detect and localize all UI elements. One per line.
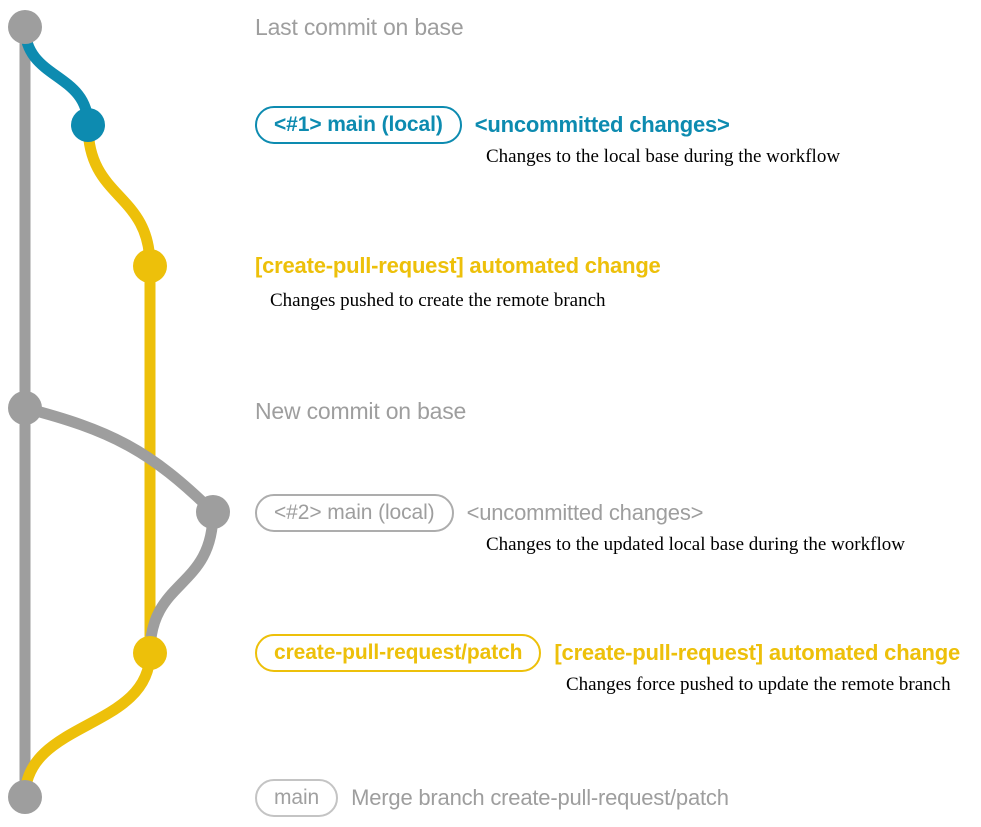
commit-subject-local-2: <uncommitted changes> <box>466 500 704 525</box>
branch-line-main-local-2-in <box>144 506 219 659</box>
commit-subject-remote-1: [create-pull-request] automated change <box>255 253 661 278</box>
commit-description-local-1: Changes to the local base during the wor… <box>486 146 841 167</box>
commit-node-remote-1[interactable] <box>133 249 167 283</box>
commit-subject-remote-2: [create-pull-request] automated change <box>554 640 960 665</box>
commit-description-local-2: Changes to the updated local base during… <box>486 534 905 555</box>
heading-last-commit-on-base: Last commit on base <box>255 14 464 40</box>
commit-node-local-2[interactable] <box>196 495 230 529</box>
commit-description-remote-1: Changes pushed to create the remote bran… <box>270 290 606 311</box>
ref-tag-main[interactable]: main <box>255 779 339 817</box>
ref-tag-create-pull-request-patch[interactable]: create-pull-request/patch <box>255 634 542 672</box>
ref-tag-main-local-1[interactable]: <#1> main (local) <box>255 106 462 144</box>
ref-tag-main-local-2[interactable]: <#2> main (local) <box>255 494 454 532</box>
commit-row-local-commit-1: <#1> main (local) <uncommitted changes> <box>255 106 730 144</box>
commit-row-remote-commit-2: create-pull-request/patch [create-pull-r… <box>255 634 960 672</box>
commit-row-remote-commit-1: [create-pull-request] automated change <box>255 253 661 279</box>
commit-node-remote-2[interactable] <box>133 636 167 670</box>
branch-line-merge-to-base <box>19 647 156 803</box>
commit-node-local-1[interactable] <box>71 108 105 142</box>
commit-node-base-new[interactable] <box>8 391 42 425</box>
branch-line-main-local-2-out <box>19 402 219 518</box>
heading-new-commit-on-base: New commit on base <box>255 398 467 424</box>
commit-row-merge-commit: main Merge branch create-pull-request/pa… <box>255 779 729 817</box>
commit-node-base-head[interactable] <box>8 10 42 44</box>
commit-row-local-commit-2: <#2> main (local) <uncommitted changes> <box>255 494 703 532</box>
commit-description-remote-2: Changes force pushed to update the remot… <box>566 674 951 695</box>
commit-subject-local-1: <uncommitted changes> <box>474 112 730 137</box>
commit-node-merge-commit[interactable] <box>8 780 42 814</box>
commit-subject-merge: Merge branch create-pull-request/patch <box>351 785 729 810</box>
